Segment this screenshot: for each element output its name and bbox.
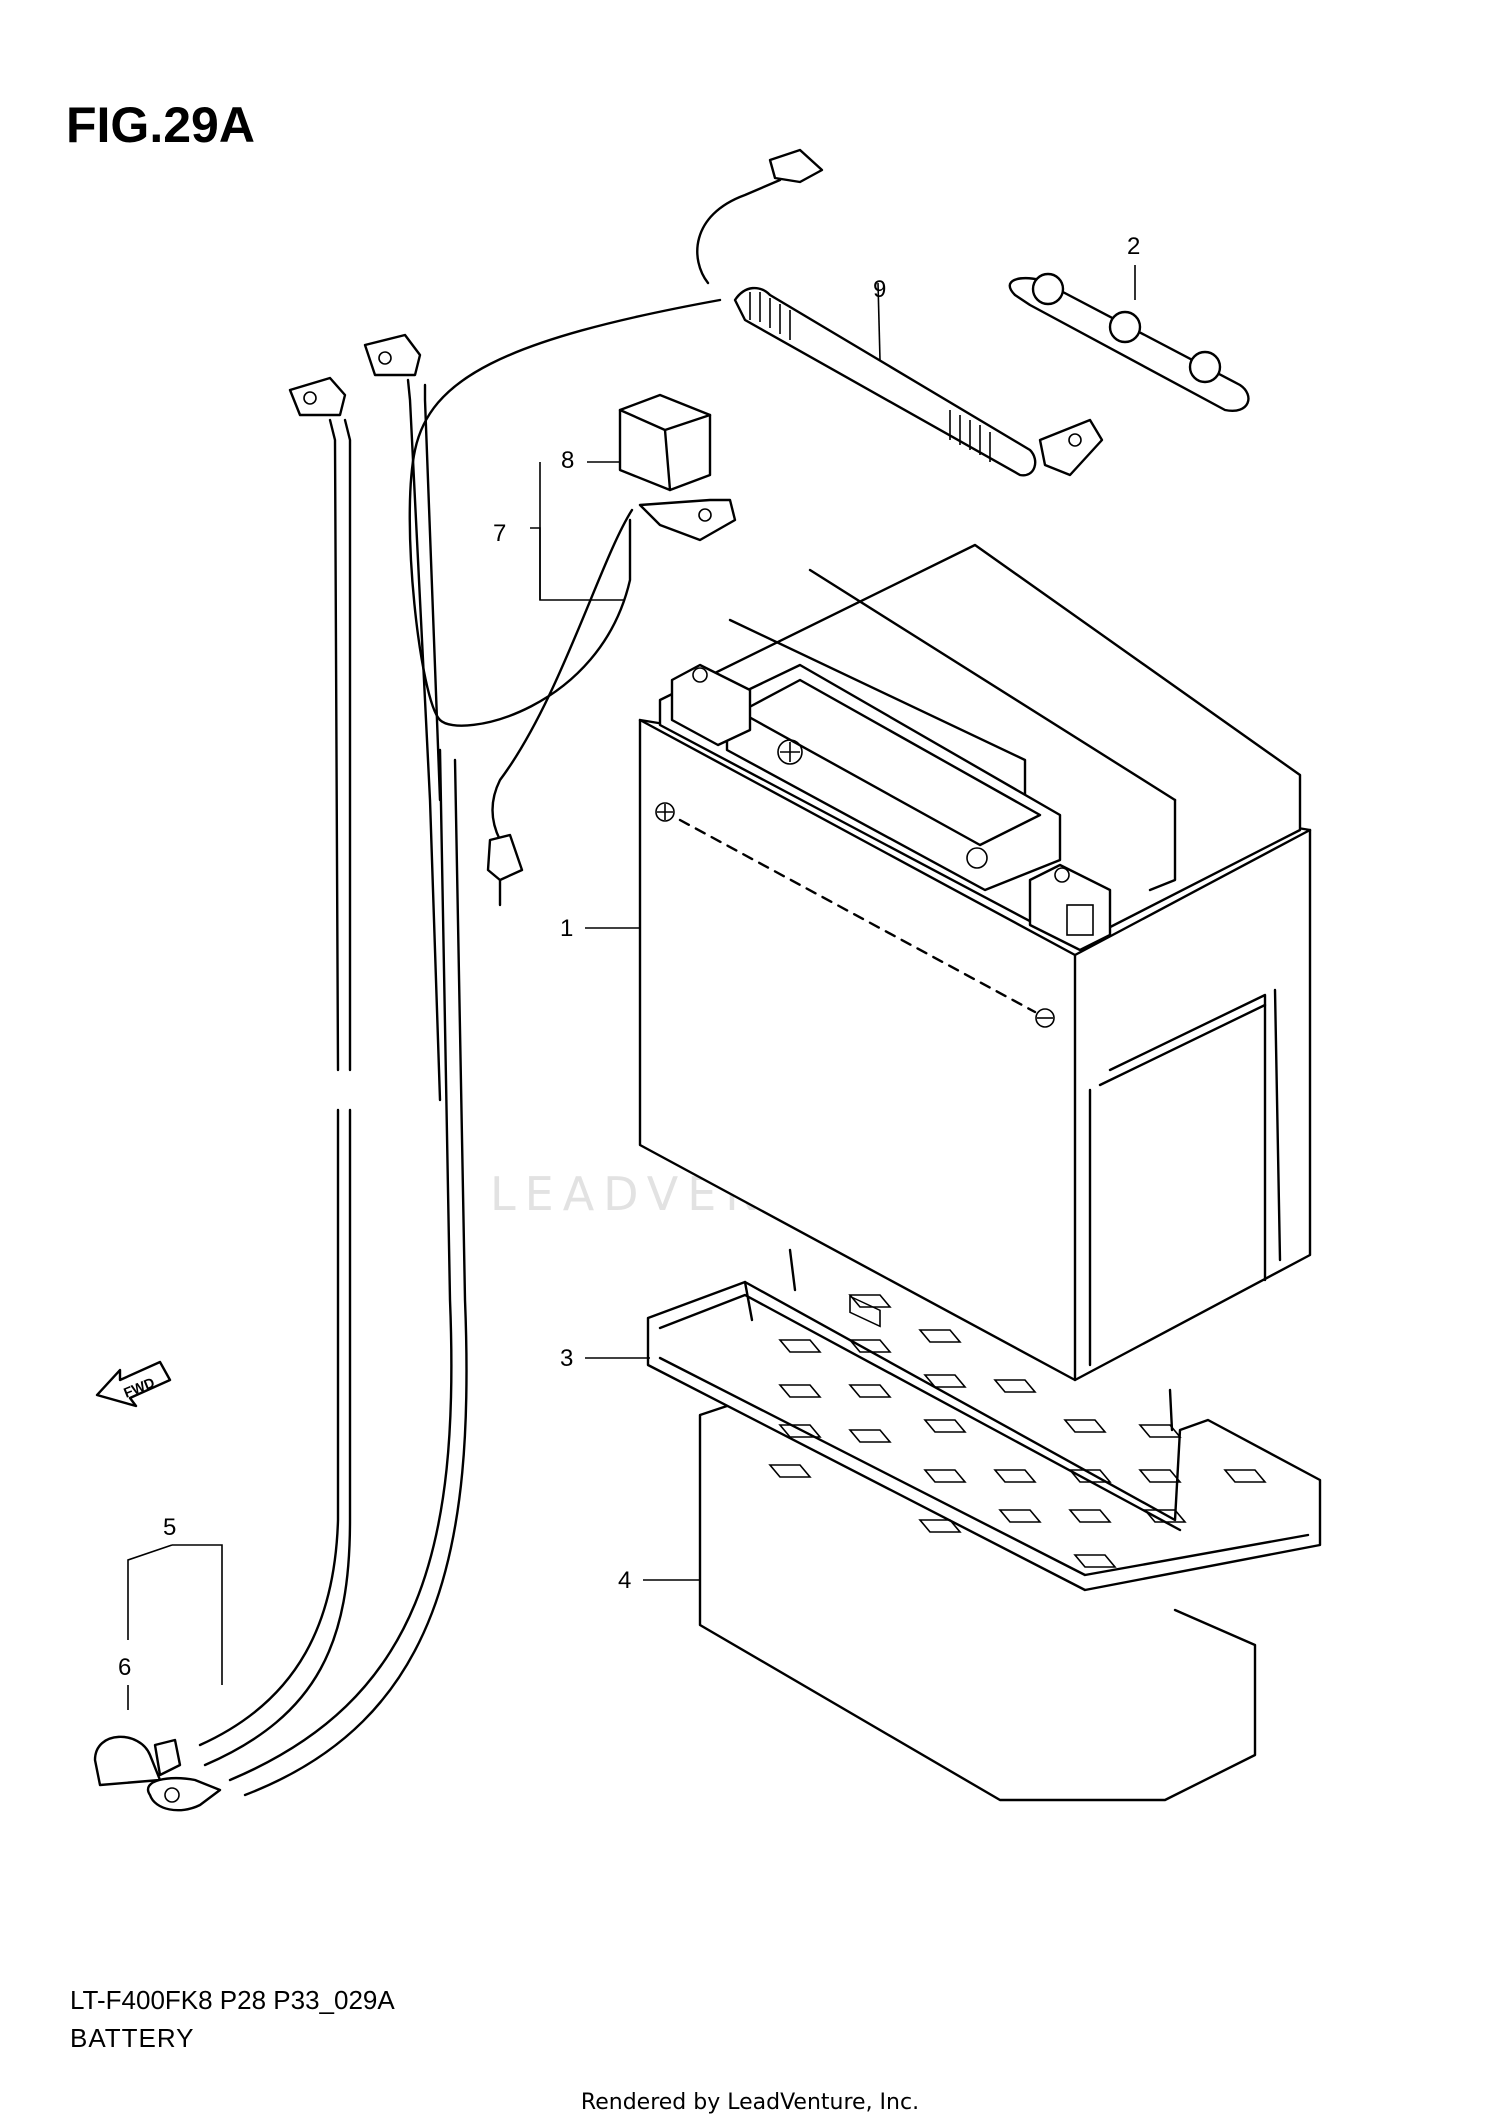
callout-7: 7 [493, 520, 506, 547]
part-4-pad [698, 1383, 1257, 1802]
part-2-plate [1008, 272, 1250, 412]
callout-8: 8 [561, 447, 574, 474]
rendered-by-credit: Rendered by LeadVenture, Inc. [580, 2090, 920, 2115]
callout-5: 5 [163, 1514, 176, 1541]
callout-3: 3 [560, 1345, 573, 1372]
callout-1: 1 [560, 915, 573, 942]
part-5-6-cables [93, 333, 468, 1812]
part-1-battery [638, 543, 1312, 1382]
figure-code: LT-F400FK8 P28 P33_029A [70, 1985, 395, 2015]
figure-title: FIG.29A [66, 97, 255, 153]
callout-leaders [127, 265, 1136, 1710]
part-7-8-relay [408, 298, 737, 907]
fwd-arrow-icon: FWD [95, 1360, 172, 1408]
callout-2: 2 [1127, 233, 1140, 260]
part-3-tray [646, 1248, 1322, 1592]
figure-name: BATTERY [70, 2023, 195, 2053]
tray-slots [849, 1295, 881, 1328]
part-9-fuse-holder [696, 148, 1104, 477]
callout-4: 4 [618, 1567, 631, 1594]
callout-6: 6 [118, 1654, 131, 1681]
callout-9: 9 [873, 276, 886, 303]
